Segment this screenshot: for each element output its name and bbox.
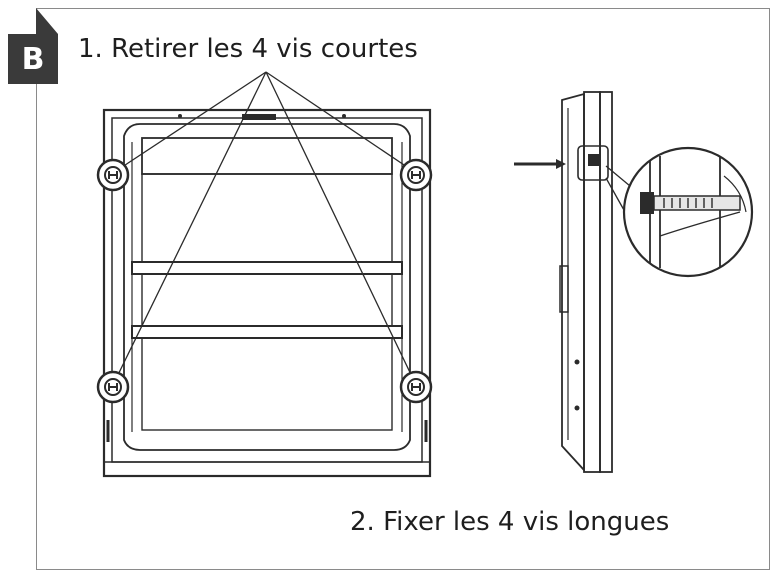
screw-top-left-icon xyxy=(96,158,130,192)
panel-label-badge: B xyxy=(8,34,58,84)
screw-bottom-right-icon xyxy=(399,370,433,404)
step-2-caption: 2. Fixer les 4 vis longues xyxy=(350,507,670,537)
front-view-panel xyxy=(102,108,432,478)
side-view-panel xyxy=(559,91,613,473)
screw-bottom-left-icon xyxy=(96,370,130,404)
magnified-detail xyxy=(605,146,754,278)
screw-top-right-icon xyxy=(399,158,433,192)
long-screw-icon xyxy=(514,159,566,169)
badge-tab xyxy=(36,8,58,34)
callout-lines xyxy=(112,71,417,386)
step-1-caption: 1. Retirer les 4 vis courtes xyxy=(78,34,418,64)
